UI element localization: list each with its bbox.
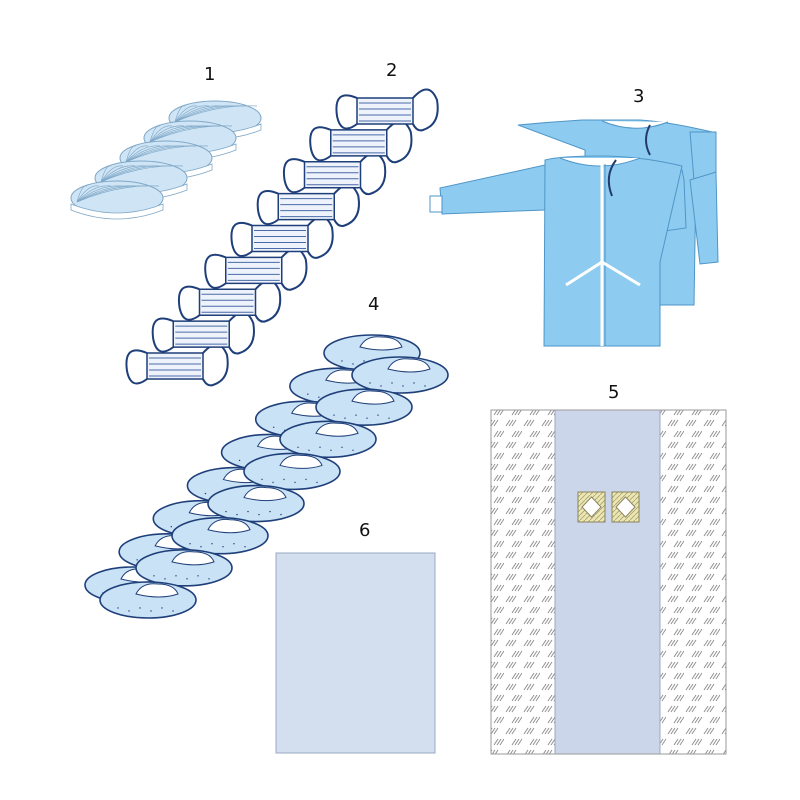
drape-right-panel <box>660 410 726 754</box>
bouffant-cap <box>70 180 164 220</box>
shoe-cover <box>171 516 269 555</box>
face-mask <box>256 184 360 227</box>
gown-front <box>429 155 687 347</box>
face-mask <box>335 88 439 132</box>
shoe-cover <box>279 420 377 459</box>
shoe-covers-group <box>84 334 449 619</box>
gown-front-body <box>543 155 683 347</box>
drape-left-panel <box>491 410 555 754</box>
face-mask <box>151 311 255 355</box>
face-mask <box>282 152 387 196</box>
drape-center-panel <box>554 409 661 755</box>
label-6: 6 <box>359 520 370 541</box>
gown-front-tie <box>607 159 617 197</box>
caps-group <box>70 100 262 220</box>
gown-front-left-sleeve <box>439 164 546 215</box>
shoe-cover <box>351 356 449 394</box>
label-3: 3 <box>633 86 644 107</box>
gown-front-left-cuff <box>429 195 443 213</box>
label-1: 1 <box>204 64 215 85</box>
label-4: 4 <box>368 294 379 315</box>
shoe-cover <box>99 581 197 619</box>
label-2: 2 <box>386 60 397 81</box>
gown-front-collar <box>559 157 641 167</box>
shoe-cover <box>243 452 341 491</box>
face-mask <box>125 343 229 387</box>
shoe-cover <box>207 484 305 523</box>
shoe-cover <box>135 549 233 587</box>
drape-outline <box>490 409 727 755</box>
gown-front-seam <box>565 260 641 287</box>
masks-group <box>125 88 439 387</box>
face-mask <box>309 120 413 164</box>
face-mask <box>230 216 334 259</box>
gowns-group <box>429 119 719 347</box>
drape-fenestration-right <box>611 491 640 523</box>
label-5: 5 <box>608 382 619 403</box>
face-mask <box>177 279 282 323</box>
towel <box>275 552 436 754</box>
face-mask <box>204 247 308 291</box>
shoe-cover <box>315 388 413 426</box>
drape-group <box>490 409 727 755</box>
drape-fenestration-left <box>577 491 606 523</box>
